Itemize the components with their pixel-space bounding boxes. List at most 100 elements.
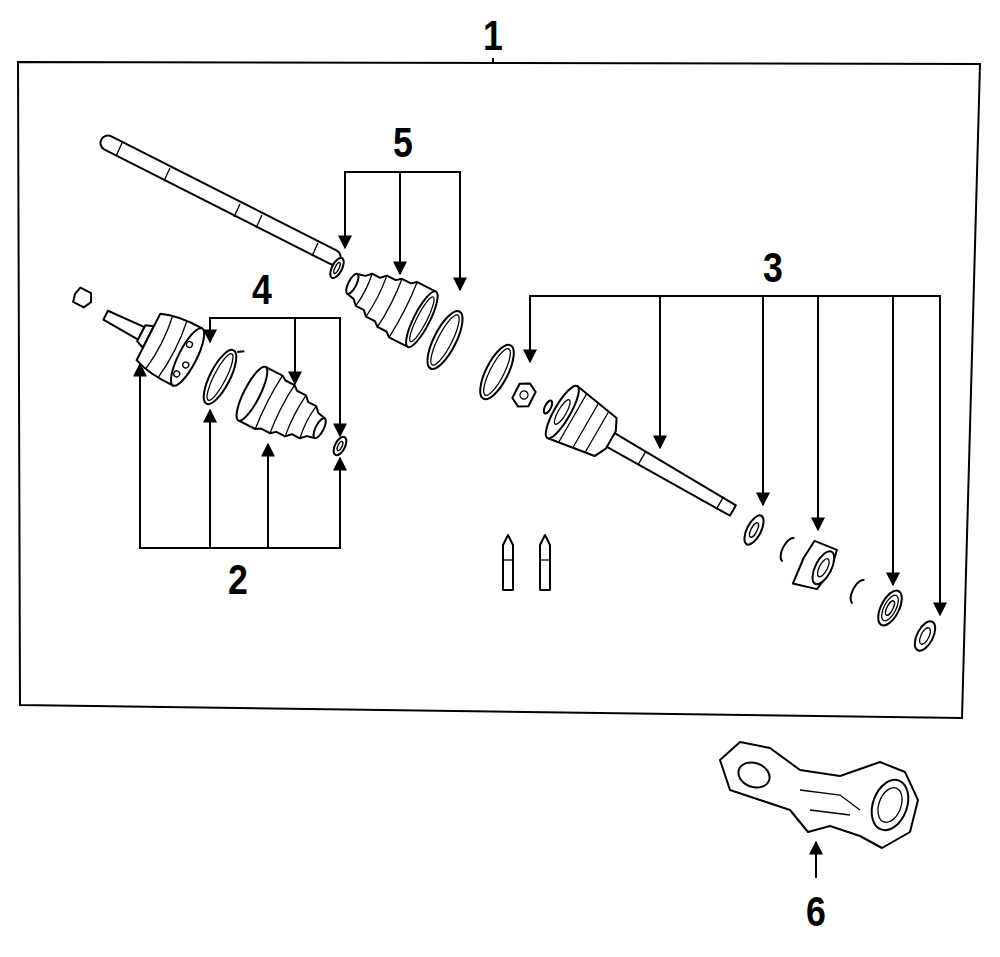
tripod-joint bbox=[510, 379, 538, 410]
dust-seal bbox=[911, 618, 940, 654]
leader-bracket-3 bbox=[892, 296, 894, 585]
inner-boot bbox=[406, 295, 438, 344]
axle-shaft bbox=[234, 204, 240, 217]
boot-clamp bbox=[332, 262, 341, 275]
leader-bracket-5 bbox=[345, 172, 460, 290]
leader-bracket-5 bbox=[345, 172, 460, 290]
axle-shaft bbox=[256, 215, 262, 228]
leader-bracket-2 bbox=[140, 364, 340, 548]
boot-clamp bbox=[336, 441, 344, 452]
leader-bracket-4 bbox=[294, 318, 296, 384]
axle-shaft bbox=[108, 143, 333, 257]
outer-boot bbox=[231, 363, 272, 424]
boot-clamp bbox=[328, 256, 347, 280]
assembly-frame bbox=[18, 62, 980, 718]
bearing-bracket bbox=[791, 538, 840, 596]
outer-joint bbox=[185, 340, 193, 348]
inner-boot bbox=[344, 272, 361, 295]
roll-pin bbox=[540, 535, 550, 590]
leader-bracket-2 bbox=[140, 364, 340, 548]
outer-joint bbox=[173, 370, 181, 378]
bearing-bracket bbox=[808, 548, 839, 587]
leader-bracket-3 bbox=[762, 296, 764, 505]
boot-band bbox=[426, 312, 464, 368]
bearing-bracket bbox=[791, 538, 840, 596]
outer-joint bbox=[102, 309, 144, 340]
outer-boot bbox=[231, 363, 337, 456]
circlip bbox=[847, 578, 864, 604]
boot-clamp bbox=[331, 435, 349, 457]
inner-joint-housing bbox=[716, 497, 723, 509]
bearing bbox=[878, 593, 901, 623]
inner-joint-housing bbox=[552, 398, 573, 426]
callout-number: 1 bbox=[481, 15, 504, 57]
boot-band bbox=[421, 306, 470, 373]
inner-boot bbox=[350, 262, 419, 338]
boot-clamp bbox=[328, 256, 347, 280]
mount-bracket bbox=[735, 758, 773, 791]
circlip bbox=[847, 578, 864, 604]
outer-joint bbox=[182, 361, 190, 369]
leader-bracket-4 bbox=[210, 318, 340, 436]
outer-joint bbox=[145, 314, 190, 379]
inner-joint-housing bbox=[603, 431, 737, 517]
leader-bracket-5 bbox=[399, 172, 401, 274]
boot-band bbox=[237, 349, 244, 355]
leader-bracket-3 bbox=[659, 296, 661, 448]
outer-joint bbox=[91, 287, 210, 390]
bearing bbox=[884, 600, 897, 617]
inner-joint-housing bbox=[540, 382, 584, 442]
mount-bracket bbox=[800, 790, 860, 815]
dust-seal bbox=[917, 626, 932, 646]
leader-bracket-3 bbox=[530, 296, 940, 615]
mount-bracket bbox=[720, 742, 918, 878]
outer-boot bbox=[254, 375, 322, 449]
leader-bracket-2 bbox=[209, 410, 211, 548]
callout-number: 3 bbox=[761, 247, 784, 289]
callout-number: 6 bbox=[804, 891, 827, 933]
roll-pin bbox=[540, 535, 550, 590]
washer bbox=[748, 522, 761, 539]
roll-pin bbox=[503, 559, 513, 560]
tripod-joint bbox=[519, 390, 530, 401]
callout-number: 5 bbox=[391, 122, 414, 164]
mount-bracket bbox=[815, 842, 817, 878]
washer bbox=[740, 513, 767, 548]
inner-boot bbox=[335, 254, 443, 350]
axle-shaft bbox=[116, 143, 122, 156]
circlip bbox=[777, 536, 794, 562]
leader-bracket-4 bbox=[210, 318, 340, 436]
roll-pin bbox=[503, 535, 513, 590]
mount-bracket bbox=[720, 742, 918, 848]
assembly-frame bbox=[18, 60, 980, 718]
tripod-joint bbox=[510, 379, 538, 410]
callout-number: 2 bbox=[226, 559, 249, 601]
mount-bracket bbox=[865, 775, 915, 835]
roll-pin bbox=[503, 535, 513, 590]
dust-seal bbox=[911, 618, 940, 654]
boot-band bbox=[203, 351, 237, 403]
axle-shaft bbox=[108, 143, 333, 257]
leader-bracket-2 bbox=[267, 444, 269, 548]
outer-joint bbox=[134, 308, 202, 385]
mount-bracket bbox=[874, 784, 907, 825]
boot-band bbox=[197, 342, 244, 408]
leader-line-1 bbox=[493, 58, 494, 63]
bearing bbox=[873, 587, 906, 629]
leader-bracket-3 bbox=[817, 296, 819, 530]
bearing-bracket bbox=[815, 557, 831, 578]
axle-nut bbox=[71, 287, 94, 309]
boot-band bbox=[479, 346, 515, 399]
axle-shaft bbox=[164, 168, 170, 181]
inner-joint-housing bbox=[638, 451, 646, 465]
leader-bracket-3 bbox=[530, 296, 940, 615]
outer-boot bbox=[311, 417, 328, 440]
boot-band bbox=[197, 346, 242, 409]
boot-band bbox=[421, 306, 470, 373]
roll-pin bbox=[540, 559, 550, 560]
leader-line-1 bbox=[492, 58, 494, 63]
axle-shaft bbox=[312, 243, 318, 256]
bearing bbox=[873, 587, 906, 629]
washer bbox=[740, 513, 767, 548]
